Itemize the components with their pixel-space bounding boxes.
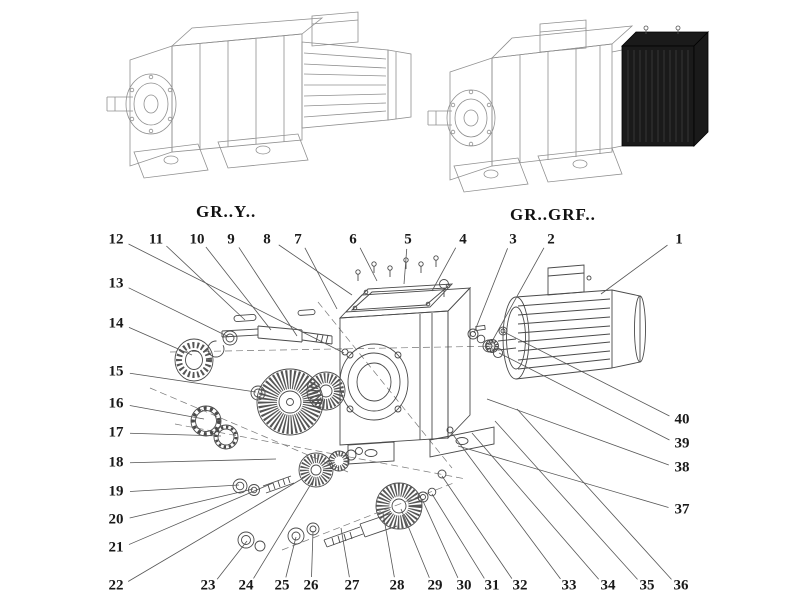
part-number-26: 26: [303, 577, 319, 594]
gearmotor-view-gr-y: [106, 11, 412, 179]
part-number-30: 30: [456, 577, 472, 594]
part-number-8: 8: [263, 231, 271, 248]
part-number-40: 40: [674, 411, 690, 428]
part-number-28: 28: [389, 577, 405, 594]
leader-line-8: [278, 244, 353, 296]
leader-line-4: [431, 247, 457, 292]
part-number-34: 34: [600, 577, 616, 594]
exploded-view-drawing: [149, 255, 646, 552]
leader-line-28: [382, 512, 395, 578]
part-number-1: 1: [675, 231, 683, 248]
leader-line-7: [304, 247, 338, 310]
leader-line-40: [503, 331, 670, 417]
part-number-21: 21: [108, 539, 124, 556]
leader-line-38: [486, 398, 669, 466]
leader-line-24: [253, 478, 315, 579]
leader-line-12: [128, 243, 345, 354]
leader-line-36: [516, 408, 672, 580]
input-shaft-assembly: [221, 309, 333, 345]
leader-line-35: [494, 420, 638, 580]
gear-housing: [338, 286, 495, 465]
part-number-27: 27: [344, 577, 360, 594]
leader-line-34: [471, 432, 600, 580]
part-number-15: 15: [108, 363, 124, 380]
part-number-39: 39: [674, 435, 690, 452]
part-number-32: 32: [512, 577, 528, 594]
leader-line-21: [128, 482, 274, 545]
leader-line-27: [340, 527, 350, 578]
part-number-11: 11: [148, 231, 164, 248]
leader-line-18: [129, 458, 277, 464]
leader-line-33: [450, 431, 561, 580]
leader-line-11: [166, 245, 246, 321]
part-number-5: 5: [404, 231, 412, 248]
leader-line-5: [403, 248, 408, 285]
leader-line-3: [473, 248, 508, 334]
motor: [485, 264, 646, 380]
part-number-19: 19: [108, 483, 124, 500]
leader-line-9: [238, 247, 298, 337]
part-number-24: 24: [238, 577, 254, 594]
part-number-16: 16: [108, 395, 124, 412]
leader-line-6: [359, 247, 378, 282]
gear-cluster: [256, 368, 363, 488]
part-number-31: 31: [484, 577, 500, 594]
bearings-and-rings: [174, 330, 266, 450]
leader-line-25: [285, 536, 297, 578]
part-number-25: 25: [274, 577, 290, 594]
part-number-38: 38: [674, 459, 690, 476]
leader-line-32: [441, 475, 513, 579]
part-number-29: 29: [427, 577, 443, 594]
variant-label-gr-grf: GR..GRF..: [510, 205, 596, 224]
leader-line-14: [128, 327, 193, 356]
part-number-20: 20: [108, 511, 124, 528]
part-number-13: 13: [108, 275, 124, 292]
part-number-23: 23: [200, 577, 216, 594]
cover-bolts: [355, 255, 449, 297]
part-number-36: 36: [673, 577, 689, 594]
leader-line-26: [311, 530, 314, 578]
black-cover-block: [621, 31, 709, 147]
leader-line-30: [421, 498, 459, 579]
leader-line-1: [600, 244, 668, 295]
part-number-33: 33: [561, 577, 577, 594]
leader-line-22: [127, 476, 306, 582]
part-number-3: 3: [509, 231, 517, 248]
part-number-10: 10: [189, 231, 205, 248]
part-number-2: 2: [547, 231, 555, 248]
leader-line-29: [400, 508, 430, 578]
leader-line-15: [129, 372, 257, 393]
part-number-35: 35: [639, 577, 655, 594]
part-number-18: 18: [108, 454, 124, 471]
intermediate-pinion-parts: [232, 475, 295, 552]
part-number-22: 22: [108, 577, 124, 594]
part-number-6: 6: [349, 231, 357, 248]
part-number-7: 7: [294, 231, 302, 248]
leader-line-37: [457, 445, 669, 508]
part-number-14: 14: [108, 315, 124, 332]
variant-label-gr-y: GR..Y..: [196, 202, 257, 221]
part-number-12: 12: [108, 231, 124, 248]
gearmotor-view-gr-grf: [427, 19, 709, 193]
motor-mount-hardware: [467, 324, 508, 359]
leader-line-16: [129, 405, 205, 420]
leader-line-39: [498, 352, 670, 441]
leader-line-19: [129, 484, 240, 492]
housing-cover-plate: [344, 283, 454, 313]
leader-line-10: [205, 246, 272, 331]
leader-line-20: [129, 488, 254, 519]
leader-line-13: [128, 287, 230, 338]
part-number-17: 17: [108, 424, 124, 441]
part-number-37: 37: [674, 501, 690, 518]
leader-line-23: [216, 540, 248, 580]
assembly-axes: [149, 301, 501, 551]
part-number-9: 9: [227, 231, 235, 248]
leader-line-2: [489, 247, 545, 346]
leader-line-17: [129, 432, 222, 437]
output-shaft-assembly: [287, 469, 447, 548]
part-number-4: 4: [459, 231, 467, 248]
leader-line-31: [431, 493, 485, 579]
